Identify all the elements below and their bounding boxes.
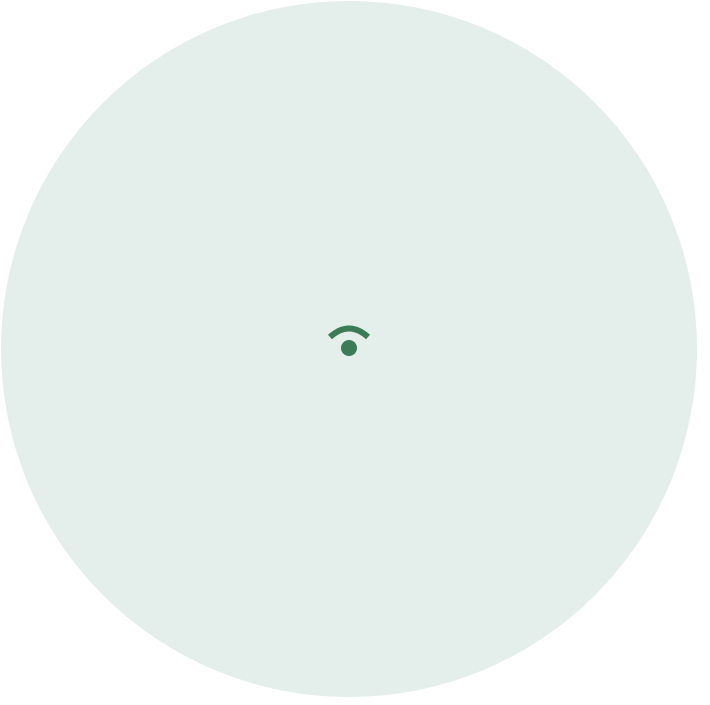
wifi-dot (341, 340, 357, 356)
wifi-arc (328, 325, 370, 340)
wifi-weak-signal-icon (328, 325, 370, 356)
